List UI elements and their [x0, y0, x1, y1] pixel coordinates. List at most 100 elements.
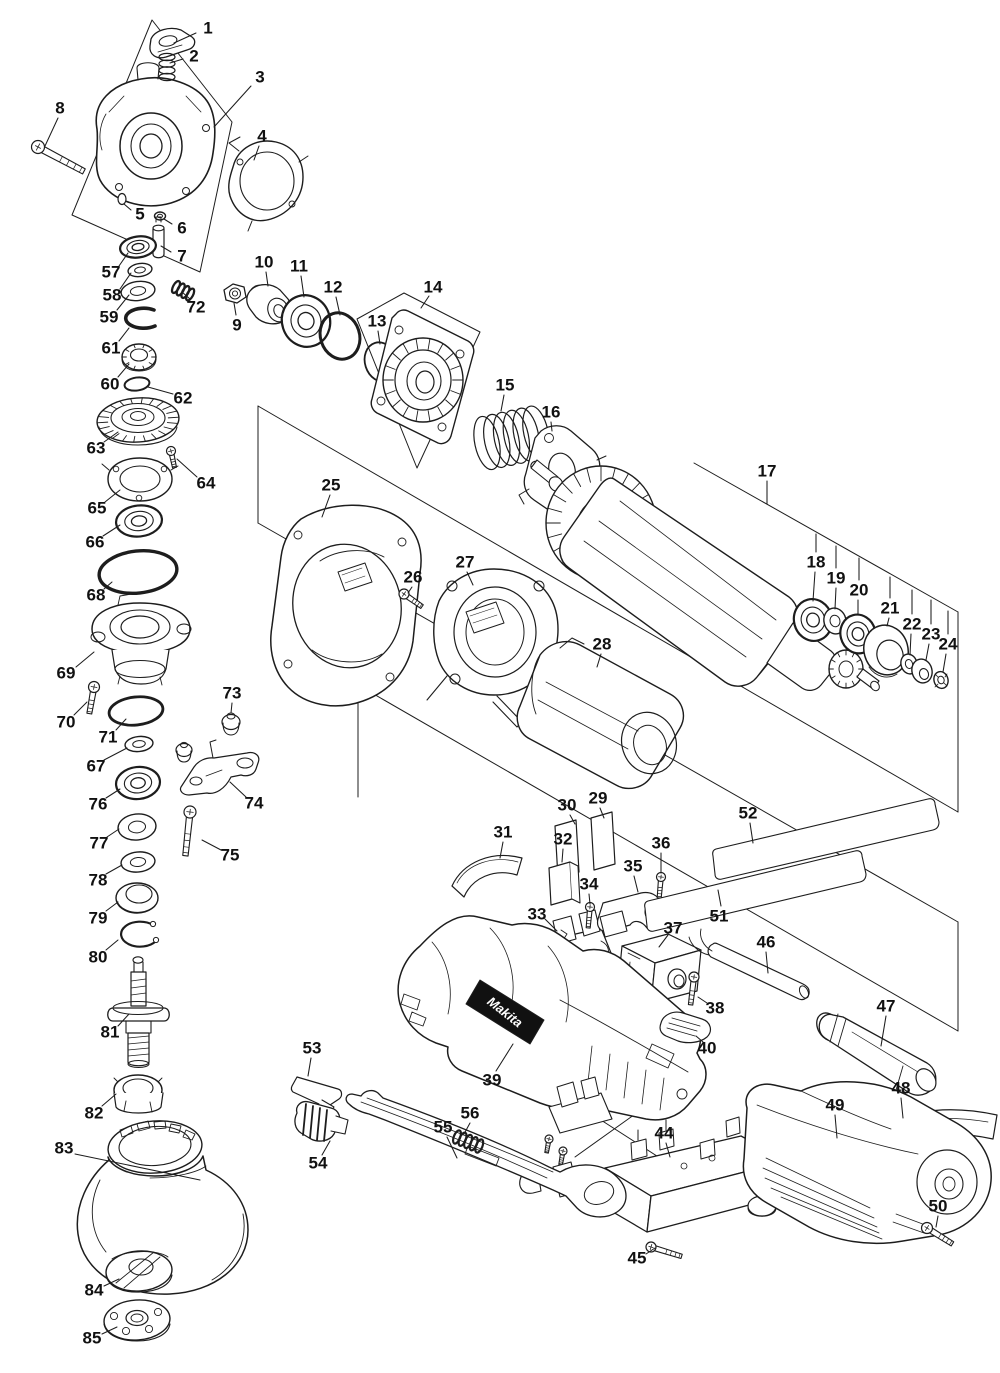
part-number-85[interactable]: 85: [83, 1329, 102, 1348]
part-number-53[interactable]: 53: [303, 1039, 322, 1058]
part-number-5[interactable]: 5: [135, 205, 144, 224]
part-number-65[interactable]: 65: [88, 499, 107, 518]
callout-26: 26: [404, 568, 423, 594]
part-number-2[interactable]: 2: [189, 47, 198, 66]
part-number-11[interactable]: 11: [290, 257, 308, 276]
part-number-58[interactable]: 58: [103, 286, 122, 305]
part-number-55[interactable]: 55: [434, 1118, 453, 1137]
part-number-9[interactable]: 9: [232, 316, 241, 335]
part-number-14[interactable]: 14: [424, 278, 443, 297]
part-66-ball-bearing: [114, 504, 164, 538]
part-number-40[interactable]: 40: [698, 1039, 717, 1058]
part-number-36[interactable]: 36: [652, 834, 671, 853]
part-number-62[interactable]: 62: [174, 389, 193, 408]
part-number-73[interactable]: 73: [223, 684, 242, 703]
part-number-15[interactable]: 15: [496, 376, 515, 395]
part-number-69[interactable]: 69: [57, 664, 76, 683]
part-number-7[interactable]: 7: [177, 247, 186, 266]
part-number-13[interactable]: 13: [368, 312, 387, 331]
part-number-63[interactable]: 63: [87, 439, 106, 458]
part-number-26[interactable]: 26: [404, 568, 423, 587]
part-number-27[interactable]: 27: [456, 553, 475, 572]
part-number-75[interactable]: 75: [221, 846, 240, 865]
part-number-52[interactable]: 52: [739, 804, 758, 823]
part-number-39[interactable]: 39: [483, 1071, 502, 1090]
part-number-66[interactable]: 66: [86, 533, 105, 552]
part-number-32[interactable]: 32: [554, 830, 573, 849]
part-2-spring: [158, 52, 176, 82]
callout-52: 52: [739, 804, 758, 844]
part-number-37[interactable]: 37: [664, 919, 683, 938]
part-number-70[interactable]: 70: [57, 713, 76, 732]
part-number-77[interactable]: 77: [90, 834, 109, 853]
callout-29: 29: [589, 789, 608, 819]
part-number-22[interactable]: 22: [903, 615, 922, 634]
part-number-16[interactable]: 16: [542, 403, 561, 422]
part-number-82[interactable]: 82: [85, 1104, 104, 1123]
part-number-28[interactable]: 28: [593, 635, 612, 654]
part-number-50[interactable]: 50: [929, 1197, 948, 1216]
part-number-84[interactable]: 84: [85, 1281, 104, 1300]
part-number-46[interactable]: 46: [757, 933, 776, 952]
part-number-3[interactable]: 3: [255, 68, 264, 87]
part-number-76[interactable]: 76: [89, 795, 108, 814]
part-number-1[interactable]: 1: [203, 19, 212, 38]
callout-22: 22: [903, 589, 922, 656]
part-number-31[interactable]: 31: [494, 823, 513, 842]
part-number-56[interactable]: 56: [461, 1104, 480, 1123]
part-number-51[interactable]: 51: [710, 907, 729, 926]
callout-6: 6: [163, 218, 187, 238]
callout-36: 36: [652, 834, 671, 874]
part-number-79[interactable]: 79: [89, 909, 108, 928]
part-number-61[interactable]: 61: [102, 339, 121, 358]
part-number-72[interactable]: 72: [187, 298, 206, 317]
part-number-59[interactable]: 59: [100, 308, 119, 327]
part-number-44[interactable]: 44: [655, 1124, 674, 1143]
part-number-67[interactable]: 67: [87, 757, 106, 776]
callout-9: 9: [232, 302, 242, 335]
part-number-18[interactable]: 18: [807, 553, 826, 572]
part-14-bearing-box-plate: [370, 309, 475, 445]
part-46-power-cord: [688, 928, 810, 1001]
part-number-17[interactable]: 17: [758, 462, 777, 481]
part-number-8[interactable]: 8: [55, 99, 64, 118]
callout-28: 28: [593, 635, 612, 668]
part-number-57[interactable]: 57: [102, 263, 121, 282]
part-number-24[interactable]: 24: [939, 635, 958, 654]
part-number-78[interactable]: 78: [89, 871, 108, 890]
part-number-60[interactable]: 60: [101, 375, 120, 394]
part-number-68[interactable]: 68: [87, 586, 106, 605]
part-number-10[interactable]: 10: [255, 253, 274, 272]
part-number-45[interactable]: 45: [628, 1249, 647, 1268]
part-number-74[interactable]: 74: [245, 794, 264, 813]
part-number-4[interactable]: 4: [257, 127, 267, 146]
part-number-19[interactable]: 19: [827, 569, 846, 588]
part-number-25[interactable]: 25: [322, 476, 341, 495]
part-number-71[interactable]: 71: [99, 728, 118, 747]
callout-71: 71: [99, 718, 127, 747]
part-number-21[interactable]: 21: [881, 599, 900, 618]
part-number-54[interactable]: 54: [309, 1154, 328, 1173]
callout-77: 77: [90, 828, 120, 853]
callout-44: 44: [655, 1124, 674, 1158]
part-number-49[interactable]: 49: [826, 1096, 845, 1115]
part-24-ring: [933, 670, 949, 690]
part-number-83[interactable]: 83: [55, 1139, 74, 1158]
part-number-35[interactable]: 35: [624, 857, 643, 876]
part-number-38[interactable]: 38: [706, 999, 725, 1018]
part-number-80[interactable]: 80: [89, 948, 108, 967]
part-number-6[interactable]: 6: [177, 219, 186, 238]
part-number-33[interactable]: 33: [528, 905, 547, 924]
part-number-12[interactable]: 12: [324, 278, 343, 297]
part-number-47[interactable]: 47: [877, 997, 896, 1016]
part-number-20[interactable]: 20: [850, 581, 869, 600]
part-number-48[interactable]: 48: [892, 1079, 911, 1098]
part-number-64[interactable]: 64: [197, 474, 216, 493]
part-number-29[interactable]: 29: [589, 789, 608, 808]
part-number-23[interactable]: 23: [922, 625, 941, 644]
callout-60: 60: [101, 363, 130, 394]
part-number-81[interactable]: 81: [101, 1023, 120, 1042]
part-59-flat-washer: [120, 280, 156, 302]
part-number-34[interactable]: 34: [580, 875, 599, 894]
part-number-30[interactable]: 30: [558, 796, 577, 815]
